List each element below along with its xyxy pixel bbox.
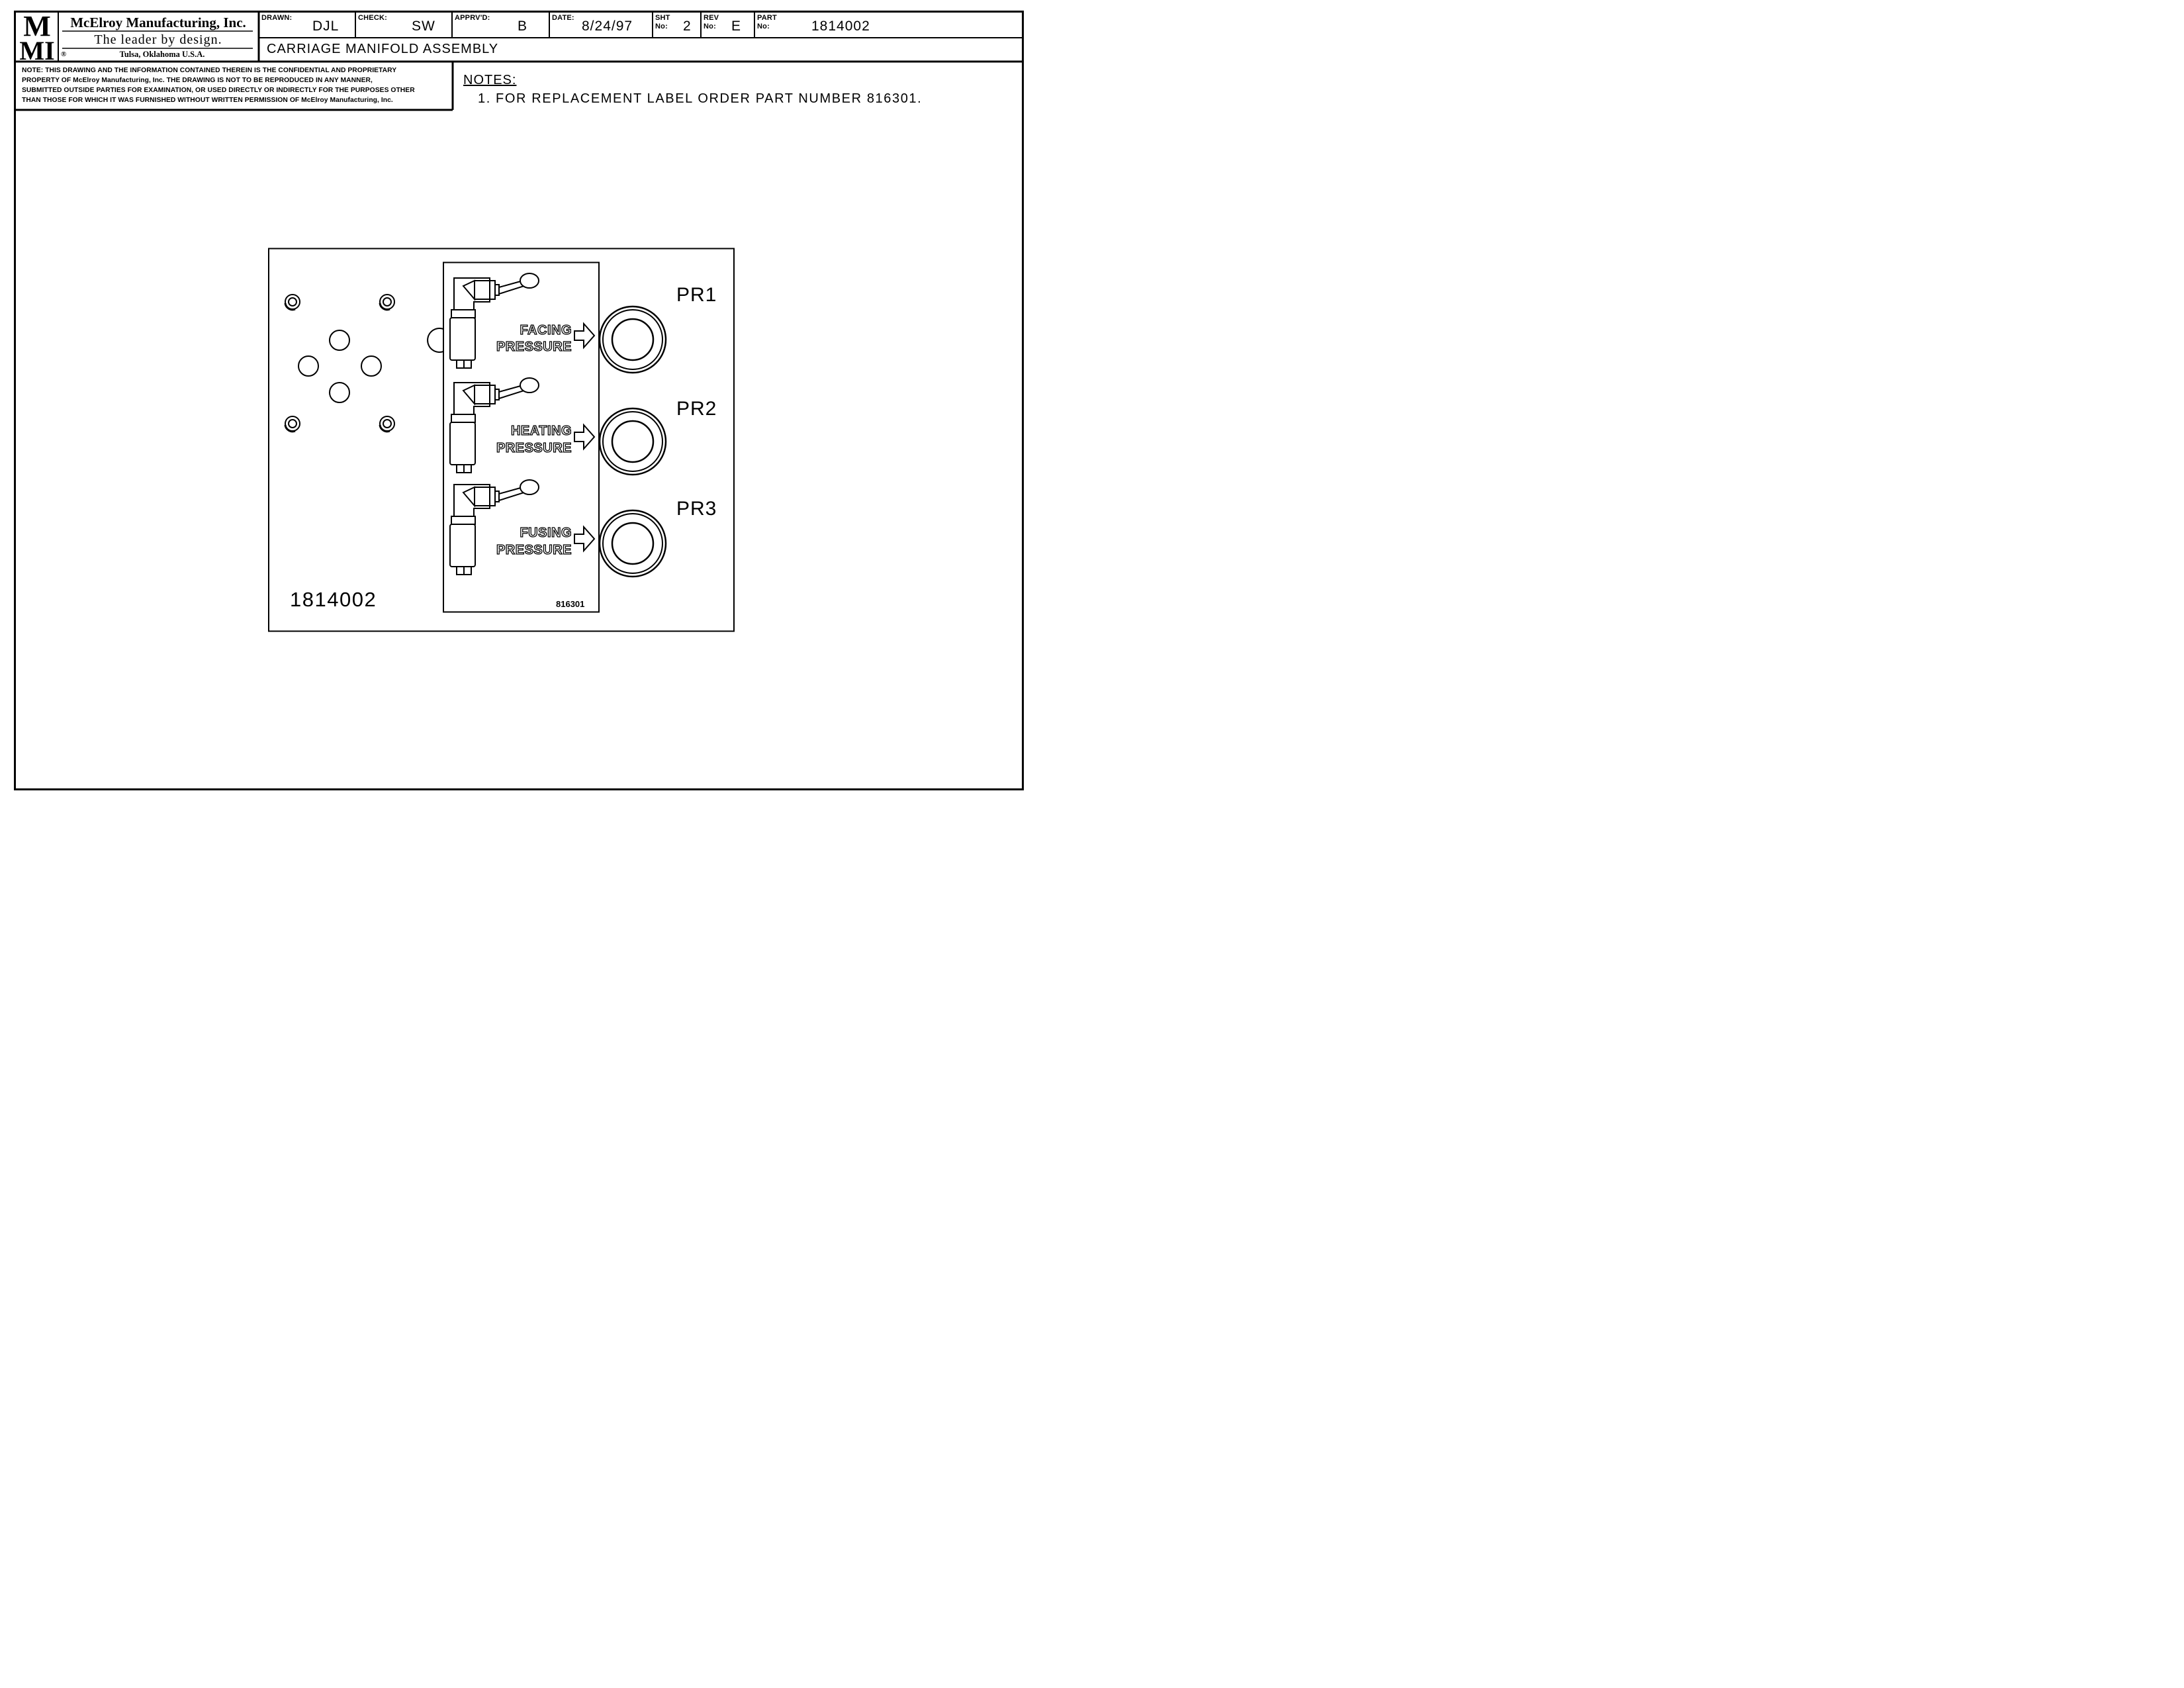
facing-label-line1: FACING — [520, 323, 572, 338]
heating-label-line1: HEATING — [511, 424, 572, 438]
part-label-2: No: — [757, 23, 770, 30]
note-item-1: 1. FOR REPLACEMENT LABEL ORDER PART NUMB… — [478, 91, 923, 106]
rev-label-1: REV — [704, 14, 719, 22]
drawn-value: DJL — [312, 19, 340, 34]
arrow-icon — [574, 424, 595, 449]
mounting-screw — [284, 415, 301, 433]
side-port — [427, 328, 444, 353]
notes-heading: NOTES: — [463, 73, 517, 87]
pressure-gauge — [598, 305, 667, 374]
valve-label-panel — [443, 261, 600, 613]
notice-line-4: THAN THOSE FOR WHICH IT WAS FURNISHED WI… — [22, 97, 393, 104]
rev-value: E — [731, 19, 742, 34]
manifold-outline — [268, 248, 735, 632]
port-hole — [298, 355, 319, 377]
company-location: Tulsa, Oklahoma U.S.A. — [119, 50, 205, 59]
approved-label: APPRV'D: — [455, 14, 490, 22]
part-label-1: PART — [757, 14, 777, 22]
pressure-gauge — [598, 509, 667, 578]
manifold-part-number: 1814002 — [290, 588, 377, 611]
arrow-icon — [574, 323, 595, 348]
notice-line-1: NOTE: THIS DRAWING AND THE INFORMATION C… — [22, 67, 397, 74]
pressure-gauge — [598, 407, 667, 476]
date-label: DATE: — [552, 14, 574, 22]
mmi-logo: M MI — [19, 13, 54, 61]
port-hole — [329, 382, 350, 403]
mounting-screw — [379, 293, 396, 311]
drawn-label: DRAWN: — [261, 14, 293, 22]
label-part-number: 816301 — [556, 599, 584, 609]
check-value: SW — [412, 19, 435, 34]
logo-m: M — [23, 13, 51, 42]
drawing-title: CARRIAGE MANIFOLD ASSEMBLY — [267, 42, 499, 56]
part-value: 1814002 — [811, 19, 870, 34]
fusing-label-line2: PRESSURE — [496, 543, 572, 557]
registered-mark: ® — [61, 50, 67, 58]
manifold-drawing: FACING PRESSURE HEATING PRESSURE FUSING … — [268, 248, 735, 632]
company-slogan: The leader by design. — [94, 32, 222, 47]
fusing-label-line1: FUSING — [520, 526, 572, 540]
mounting-screw — [284, 293, 301, 311]
notice-line-3: SUBMITTED OUTSIDE PARTIES FOR EXAMINATIO… — [22, 87, 415, 94]
date-value: 8/24/97 — [582, 19, 633, 34]
approved-value: B — [518, 19, 528, 34]
sheet-label-1: SHT — [655, 14, 670, 22]
arrow-icon — [574, 526, 595, 551]
pr2-tag: PR2 — [676, 398, 717, 420]
port-hole — [329, 330, 350, 351]
drawing-sheet: M MI McElroy Manufacturing, Inc. The lea… — [0, 0, 1038, 802]
logo-mi: MI — [19, 36, 54, 61]
mounting-screw — [379, 415, 396, 433]
company-name: McElroy Manufacturing, Inc. — [70, 15, 246, 30]
pr3-tag: PR3 — [676, 498, 717, 520]
facing-label-line2: PRESSURE — [496, 340, 572, 354]
port-hole — [361, 355, 382, 377]
sheet-value: 2 — [683, 19, 692, 34]
sheet-label-2: No: — [655, 23, 668, 30]
pr1-tag: PR1 — [676, 284, 717, 306]
notice-line-2: PROPERTY OF McElroy Manufacturing, Inc. … — [22, 77, 373, 84]
rev-label-2: No: — [704, 23, 716, 30]
sheet-frame — [14, 11, 1024, 790]
check-label: CHECK: — [358, 14, 387, 22]
heating-label-line2: PRESSURE — [496, 441, 572, 455]
